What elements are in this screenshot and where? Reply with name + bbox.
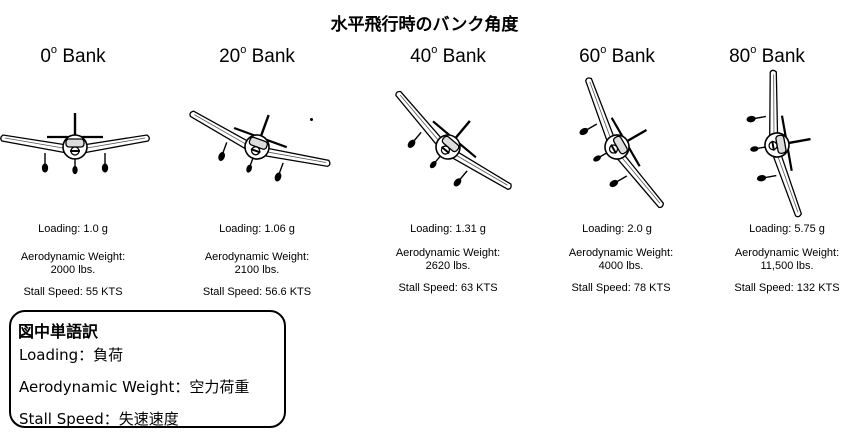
stall-speed-40: Stall Speed: 63 KTS (398, 282, 498, 294)
bank-label-20: 20o Bank (219, 44, 295, 67)
glossary-box: 図中単語訳 Loading：負荷 Aerodynamic Weight：空力荷重… (9, 310, 286, 428)
glossary-item-aerodynamic-weight: Aerodynamic Weight：空力荷重 (19, 378, 250, 396)
stall-speed-0: Stall Speed: 55 KTS (23, 286, 123, 298)
glossary-title: 図中単語訳 (18, 322, 99, 341)
loading-text-40: Loading: 1.31 g (410, 223, 486, 235)
weight-value-20: 2100 lbs. (234, 264, 280, 276)
loading-text-80: Loading: 5.75 g (749, 223, 825, 235)
airplane-front-view-icon (746, 69, 811, 218)
weight-value-80: 11,500 lbs. (760, 260, 814, 272)
weight-value-0: 2000 lbs. (50, 264, 96, 276)
airplane-front-view-icon (0, 113, 150, 175)
bank-label-40: 40o Bank (410, 44, 486, 67)
airplane-front-view-icon (189, 110, 331, 182)
weight-label-40: Aerodynamic Weight: (395, 247, 501, 259)
loading-text-0: Loading: 1.0 g (38, 223, 108, 235)
loading-text-20: Loading: 1.06 g (219, 223, 295, 235)
airplane-front-view-icon (579, 77, 665, 209)
bank-label-60: 60o Bank (579, 44, 655, 67)
stall-speed-20: Stall Speed: 56.6 KTS (202, 286, 312, 298)
airplane-front-view-icon (395, 90, 512, 190)
weight-label-60: Aerodynamic Weight: (568, 247, 674, 259)
bank-label-0: 0o Bank (40, 44, 106, 67)
weight-value-40: 2620 lbs. (425, 260, 471, 272)
stall-speed-80: Stall Speed: 132 KTS (734, 282, 840, 294)
dot-mark (310, 118, 313, 121)
bank-label-80: 80o Bank (729, 44, 805, 67)
weight-value-60: 4000 lbs. (598, 260, 644, 272)
weight-label-0: Aerodynamic Weight: (20, 251, 126, 263)
weight-label-20: Aerodynamic Weight: (204, 251, 310, 263)
glossary-item-loading: Loading：負荷 (19, 346, 124, 364)
stall-speed-60: Stall Speed: 78 KTS (571, 282, 671, 294)
loading-text-60: Loading: 2.0 g (582, 223, 652, 235)
glossary-item-stall-speed: Stall Speed：失速速度 (19, 410, 179, 428)
weight-label-80: Aerodynamic Weight: (734, 247, 840, 259)
diagram-title: 水平飛行時のバンク角度 (330, 15, 519, 35)
